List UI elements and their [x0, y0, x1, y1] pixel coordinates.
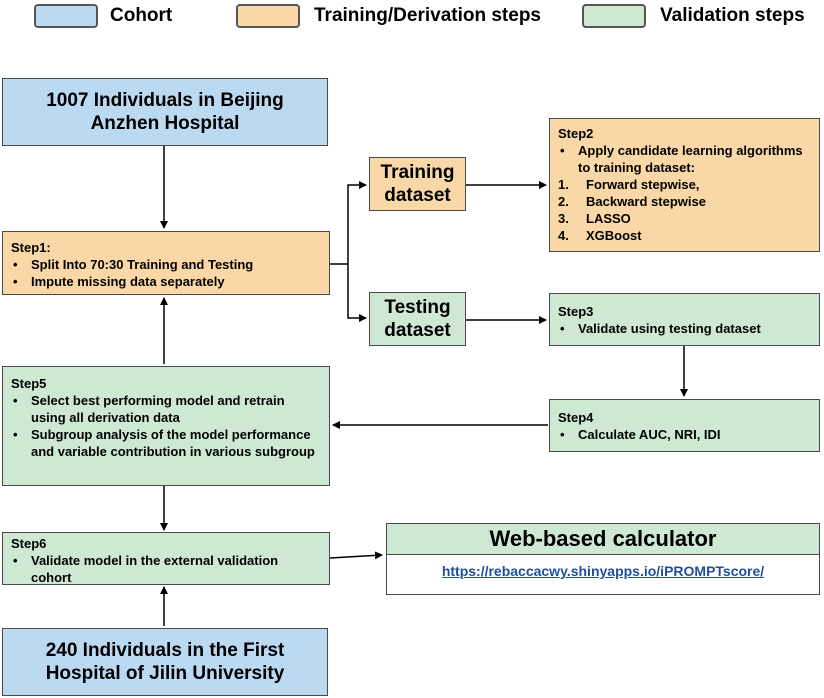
- arrow-split-to-testing: [347, 264, 367, 322]
- step2-title: Step2: [558, 126, 594, 141]
- web-calculator-title: Web-based calculator: [387, 524, 819, 554]
- web-calculator-divider: [387, 554, 819, 555]
- training-dataset-label: Training dataset: [380, 162, 455, 206]
- step4-title: Step4: [558, 410, 594, 425]
- cohort-beijing-box: 1007 Individuals in Beijing Anzhen Hospi…: [2, 78, 328, 146]
- step5-title: Step5: [11, 376, 47, 391]
- step2-algorithm-item: 3.LASSO: [558, 211, 631, 226]
- legend-label-training: Training/Derivation steps: [314, 5, 541, 26]
- legend-swatch-validation: [582, 4, 646, 28]
- step1-bullet-impute: Impute missing data separately: [11, 273, 321, 290]
- legend-label-cohort: Cohort: [110, 5, 173, 26]
- step2-algorithm-item: 1.Forward stepwise,: [558, 177, 700, 192]
- step4-box: Step4 Calculate AUC, NRI, IDI: [549, 399, 820, 452]
- step1-bullet-split: Split Into 70:30 Training and Testing: [11, 256, 321, 273]
- cohort-beijing-label: 1007 Individuals in Beijing Anzhen Hospi…: [46, 90, 284, 134]
- step2-algorithm-item: 2.Backward stepwise: [558, 194, 706, 209]
- step1-title: Step1:: [11, 240, 51, 255]
- step1-box: Step1: Split Into 70:30 Training and Tes…: [2, 231, 330, 295]
- step2-box: Step2 Apply candidate learning algorithm…: [549, 118, 820, 252]
- legend-swatch-cohort: [34, 4, 98, 28]
- web-calculator-link[interactable]: https://rebaccacwy.shinyapps.io/iPROMPTs…: [441, 563, 765, 579]
- legend-swatch-training: [236, 4, 300, 28]
- legend-label-validation: Validation steps: [660, 5, 805, 26]
- cohort-jilin-label: 240 Individuals in the First Hospital of…: [45, 640, 285, 684]
- training-dataset-box: Training dataset: [369, 157, 466, 211]
- step4-bullet-calculate: Calculate AUC, NRI, IDI: [558, 426, 811, 443]
- step2-bullet-apply: Apply candidate learning algorithms to t…: [558, 142, 811, 176]
- step3-box: Step3 Validate using testing dataset: [549, 293, 820, 346]
- step3-title: Step3: [558, 304, 594, 319]
- step3-bullet-validate: Validate using testing dataset: [558, 320, 811, 337]
- arrow-step6-to-web: [329, 551, 383, 560]
- step6-bullet-external: Validate model in the external validatio…: [11, 552, 321, 586]
- testing-dataset-box: Testing dataset: [369, 292, 466, 346]
- cohort-jilin-box: 240 Individuals in the First Hospital of…: [2, 628, 328, 696]
- arrow-split-to-training: [347, 181, 367, 264]
- step5-bullet-select: Select best performing model and retrain…: [11, 392, 321, 426]
- web-calculator-box: Web-based calculator https://rebaccacwy.…: [386, 523, 820, 595]
- step5-bullet-subgroup: Subgroup analysis of the model performan…: [11, 426, 321, 460]
- step6-box: Step6 Validate model in the external val…: [2, 532, 330, 585]
- step5-box: Step5 Select best performing model and r…: [2, 366, 330, 486]
- testing-dataset-label: Testing dataset: [384, 297, 451, 341]
- step2-algorithm-list: 1.Forward stepwise, 2.Backward stepwise …: [558, 176, 811, 244]
- step2-algorithm-item: 4.XGBoost: [558, 228, 642, 243]
- step6-title: Step6: [11, 536, 47, 551]
